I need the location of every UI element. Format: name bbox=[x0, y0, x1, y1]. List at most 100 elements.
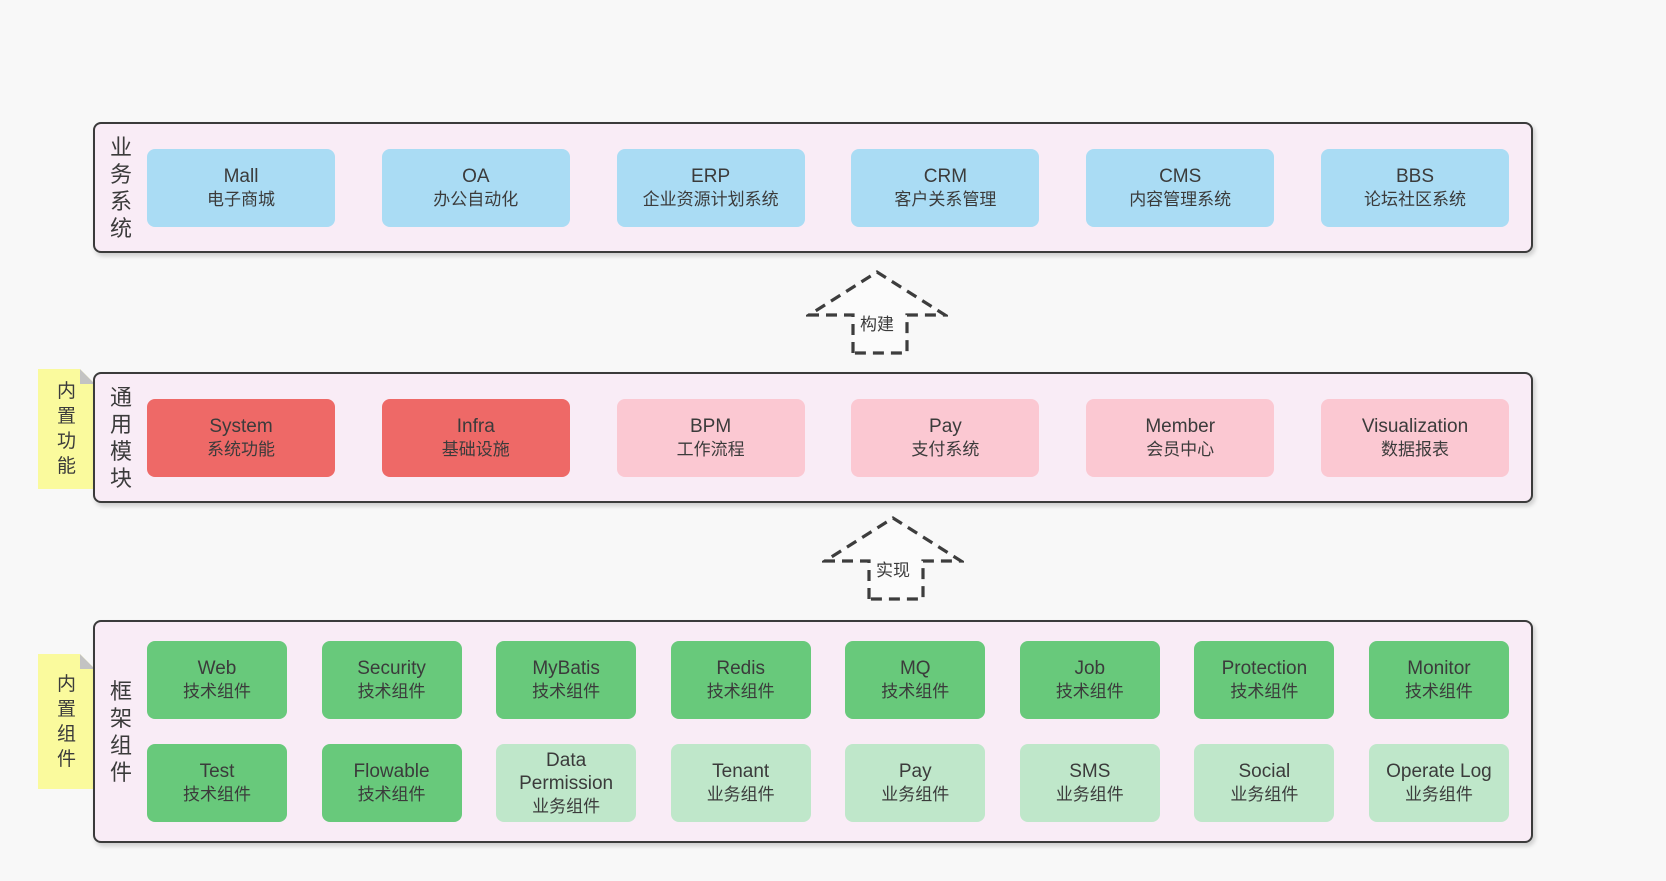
box-subtitle-zh: 系统功能 bbox=[207, 439, 275, 459]
box-title-en: Monitor bbox=[1407, 658, 1471, 679]
box-tenant: Tenant 业务组件 bbox=[670, 744, 811, 822]
box-subtitle-zh: 业务组件 bbox=[1404, 785, 1473, 804]
sticky-note-framework-components: 内 置 组 件 bbox=[38, 654, 95, 789]
box-subtitle-zh: 业务组件 bbox=[706, 785, 775, 804]
box-subtitle-zh: 会员中心 bbox=[1146, 439, 1215, 459]
box-title-en: Social bbox=[1238, 761, 1291, 782]
box-title-en: SMS bbox=[1069, 761, 1111, 782]
box-subtitle-zh: 企业资源计划系统 bbox=[642, 189, 779, 209]
business-systems-label: 业 务 系 统 bbox=[109, 134, 132, 241]
box-subtitle-zh: 业务组件 bbox=[532, 796, 601, 816]
box-title-en: CMS bbox=[1159, 165, 1202, 187]
box-title-en: Test bbox=[199, 761, 235, 782]
box-security: Security 技术组件 bbox=[321, 641, 462, 719]
box-title-en: BPM bbox=[690, 415, 732, 437]
box-social: Social 业务组件 bbox=[1194, 744, 1335, 822]
box-test: Test 技术组件 bbox=[147, 744, 287, 822]
box-title-en: Flowable bbox=[353, 761, 430, 782]
box-title-en: ERP bbox=[691, 165, 731, 187]
box-monitor: Monitor 技术组件 bbox=[1368, 641, 1509, 719]
box-subtitle-zh: 技术组件 bbox=[357, 785, 426, 804]
arrow-outline bbox=[822, 516, 964, 601]
box-title-en: Pay bbox=[929, 415, 962, 437]
box-subtitle-zh: 业务组件 bbox=[881, 785, 950, 804]
box-subtitle-zh: 技术组件 bbox=[183, 682, 251, 701]
box-mq: MQ 技术组件 bbox=[845, 641, 986, 719]
sticky-note-label: 内 置 组 件 bbox=[56, 673, 76, 770]
box-title-en: MyBatis bbox=[532, 658, 600, 679]
box-title-en: Job bbox=[1074, 658, 1106, 679]
arrow-outline bbox=[806, 270, 948, 355]
box-title-en: OA bbox=[462, 165, 490, 187]
box-mybatis: MyBatis 技术组件 bbox=[496, 641, 637, 719]
box-subtitle-zh: 业务组件 bbox=[1055, 785, 1124, 804]
box-redis: Redis 技术组件 bbox=[670, 641, 811, 719]
box-subtitle-zh: 技术组件 bbox=[1055, 682, 1124, 701]
sticky-note-label: 内 置 功 能 bbox=[56, 381, 76, 477]
box-title-en: Web bbox=[197, 658, 237, 679]
box-title-en: CRM bbox=[923, 165, 968, 187]
box-subtitle-zh: 工作流程 bbox=[676, 439, 745, 459]
box-operate-log: Operate Log 业务组件 bbox=[1368, 744, 1509, 822]
box-title-en: System bbox=[209, 415, 273, 437]
box-subtitle-zh: 技术组件 bbox=[1404, 682, 1473, 701]
box-subtitle-zh: 办公自动化 bbox=[433, 189, 519, 209]
box-title-en: Protection bbox=[1221, 658, 1308, 679]
box-subtitle-zh: 技术组件 bbox=[357, 682, 426, 701]
box-subtitle-zh: 客户关系管理 bbox=[894, 189, 997, 209]
box-subtitle-zh: 内容管理系统 bbox=[1129, 189, 1232, 209]
box-title-en: Security bbox=[357, 658, 426, 679]
build-arrow-icon: 构建 bbox=[806, 270, 948, 355]
box-pay: Pay 业务组件 bbox=[845, 744, 986, 822]
common-modules-label: 通 用 模 块 bbox=[109, 384, 132, 491]
box-subtitle-zh: 电子商城 bbox=[207, 189, 275, 209]
box-subtitle-zh: 技术组件 bbox=[183, 785, 251, 804]
box-title-en: Redis bbox=[716, 658, 765, 679]
box-title-en: Visualization bbox=[1361, 415, 1469, 437]
box-title-en: Pay bbox=[898, 761, 932, 782]
box-web: Web 技术组件 bbox=[147, 641, 287, 719]
box-subtitle-zh: 技术组件 bbox=[706, 682, 775, 701]
box-job: Job 技术组件 bbox=[1019, 641, 1160, 719]
build-arrow-label: 构建 bbox=[860, 315, 894, 334]
box-title-en: BBS bbox=[1395, 165, 1434, 187]
box-subtitle-zh: 基础设施 bbox=[441, 439, 510, 459]
box-title-en: Tenant bbox=[712, 761, 770, 782]
box-title-en: Operate Log bbox=[1386, 761, 1492, 782]
framework-components-label: 框 架 组 件 bbox=[109, 678, 132, 785]
box-flowable: Flowable 技术组件 bbox=[321, 744, 462, 822]
implement-arrow-icon: 实现 bbox=[822, 516, 964, 601]
box-subtitle-zh: 业务组件 bbox=[1230, 785, 1299, 804]
box-subtitle-zh: 技术组件 bbox=[532, 682, 601, 701]
box-title-en: Mall bbox=[223, 165, 259, 187]
sticky-note-common-modules: 内 置 功 能 bbox=[38, 369, 95, 489]
box-title-en: Member bbox=[1145, 415, 1216, 437]
box-title-en: Data Permission bbox=[519, 749, 614, 794]
box-title-en: MQ bbox=[899, 658, 931, 679]
box-subtitle-zh: 技术组件 bbox=[881, 682, 950, 701]
box-subtitle-zh: 数据报表 bbox=[1380, 439, 1449, 459]
